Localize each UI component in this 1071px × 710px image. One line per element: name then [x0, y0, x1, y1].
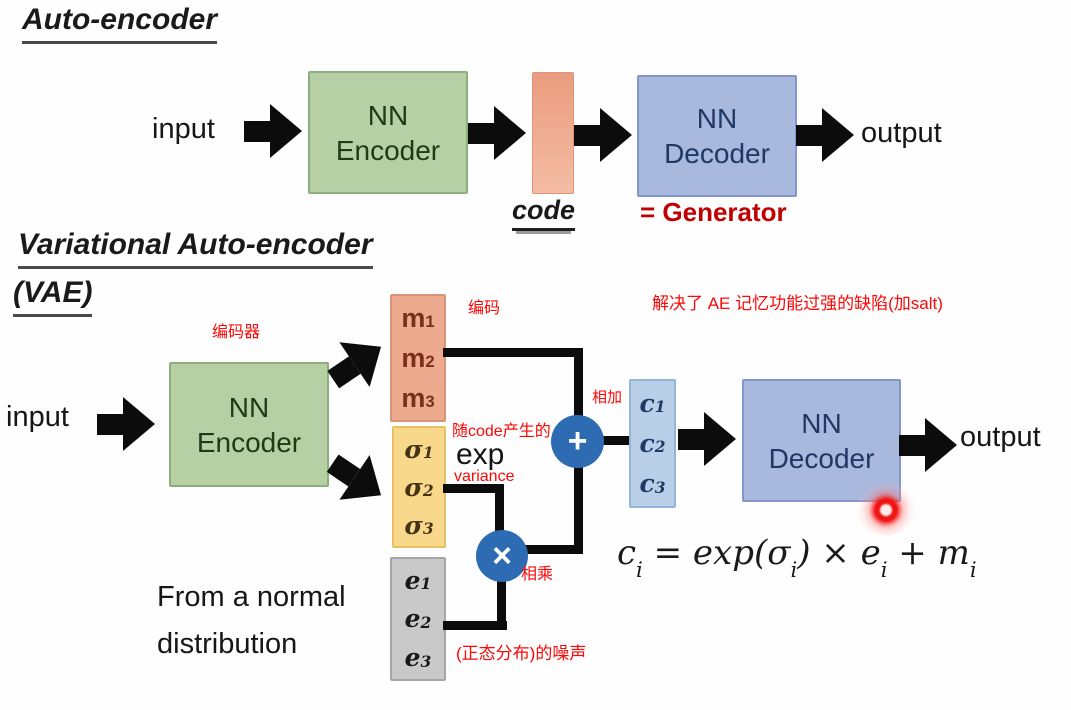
arrow-head — [704, 412, 736, 466]
add-annotation: 相加 — [592, 389, 623, 406]
arrow-shaft — [796, 124, 822, 146]
connector-sigma-horizontal — [443, 484, 504, 493]
connector-sigma-vertical — [495, 484, 504, 534]
multiply-annotation: 相乘 — [521, 566, 554, 583]
laser-pointer-dot — [855, 482, 917, 536]
variance-annotation-line1: 随code产生的 — [452, 423, 551, 440]
plus-operator-icon: + — [551, 415, 604, 468]
connector-e-vertical — [497, 578, 506, 630]
vae-arrow-encoder-to-m — [318, 324, 397, 401]
vae-decoder-label-line1: NN — [801, 407, 842, 439]
arrow-shaft — [899, 434, 925, 456]
vae-nn-decoder-box: NN Decoder — [742, 379, 901, 502]
ae-nn-decoder-box: NN Decoder — [637, 75, 797, 197]
vae-arrow-encoder-to-sigma — [318, 440, 397, 518]
ae-encoder-label-line2: Encoder — [335, 134, 441, 166]
ae-decoder-label-line1: NN — [696, 103, 738, 134]
exp-label: exp — [456, 438, 505, 471]
ae-arrow-code-to-decoder — [574, 108, 632, 162]
vae-arrow-decoder-to-output — [899, 418, 957, 472]
connector-times-to-plus-vertical — [574, 462, 583, 554]
vae-arrow-c-to-decoder — [678, 412, 736, 466]
vae-arrow-input-to-encoder — [97, 397, 155, 451]
vae-input-label: input — [6, 401, 69, 433]
ae-output-label: output — [861, 117, 942, 149]
arrow-shaft — [244, 120, 270, 142]
vae-formula: ci = exp(σi) × ei + mi — [617, 533, 977, 583]
vae-decoder-label-line2: Decoder — [768, 442, 875, 474]
connector-e-horizontal — [443, 621, 507, 630]
normal-distribution-line2: distribution — [157, 627, 298, 660]
encode-annotation: 编码 — [468, 300, 501, 317]
connector-m-vertical — [574, 348, 583, 420]
arrow-head — [600, 108, 632, 162]
ae-code-bar — [532, 72, 574, 194]
arrow-shaft — [97, 413, 123, 435]
salt-annotation: 解决了 AE 记忆功能过强的缺陷(加salt) — [652, 294, 943, 313]
noise-annotation: (正态分布)的噪声 — [456, 644, 587, 663]
arrow-shaft — [468, 122, 494, 144]
vae-encoder-label-line1: NN — [228, 391, 270, 423]
ae-arrow-decoder-to-output — [796, 108, 854, 162]
ae-arrow-input-to-encoder — [244, 104, 302, 158]
ae-decoder-label-line2: Decoder — [664, 138, 770, 169]
multiply-operator-icon: × — [476, 530, 528, 582]
multiply-glyph: × — [492, 536, 512, 575]
arrow-shaft — [678, 428, 704, 450]
ae-generator-label: = Generator — [640, 197, 787, 227]
connector-plus-to-c — [601, 436, 630, 445]
ae-code-label: code — [512, 195, 576, 231]
connector-times-to-plus-horizontal — [523, 545, 580, 554]
vae-encoder-label-line2: Encoder — [196, 426, 302, 458]
plus-glyph: + — [567, 422, 588, 460]
connector-m-horizontal — [443, 348, 583, 357]
ae-arrow-encoder-to-code — [468, 106, 526, 160]
encoder-annotation: 编码器 — [212, 324, 261, 341]
vae-nn-encoder-box: NN Encoder — [169, 362, 329, 487]
arrow-head — [822, 108, 854, 162]
vae-output-label: output — [960, 421, 1041, 453]
normal-distribution-label: From a normal distribution — [157, 574, 346, 668]
arrow-head — [123, 397, 155, 451]
ae-nn-encoder-box: NN Encoder — [308, 71, 468, 194]
ae-section-title: Auto-encoder — [22, 3, 217, 44]
vae-section-title-line2: (VAE) — [13, 276, 93, 317]
ae-encoder-label-line1: NN — [367, 99, 409, 131]
arrow-head — [494, 106, 526, 160]
arrow-head — [270, 104, 302, 158]
arrow-head — [925, 418, 957, 472]
ae-input-label: input — [152, 113, 215, 145]
vae-section-title-line1: Variational Auto-encoder — [18, 228, 373, 269]
normal-distribution-line1: From a normal — [157, 581, 346, 613]
variance-annotation-line2: variance — [454, 468, 515, 485]
arrow-shaft — [574, 124, 600, 146]
